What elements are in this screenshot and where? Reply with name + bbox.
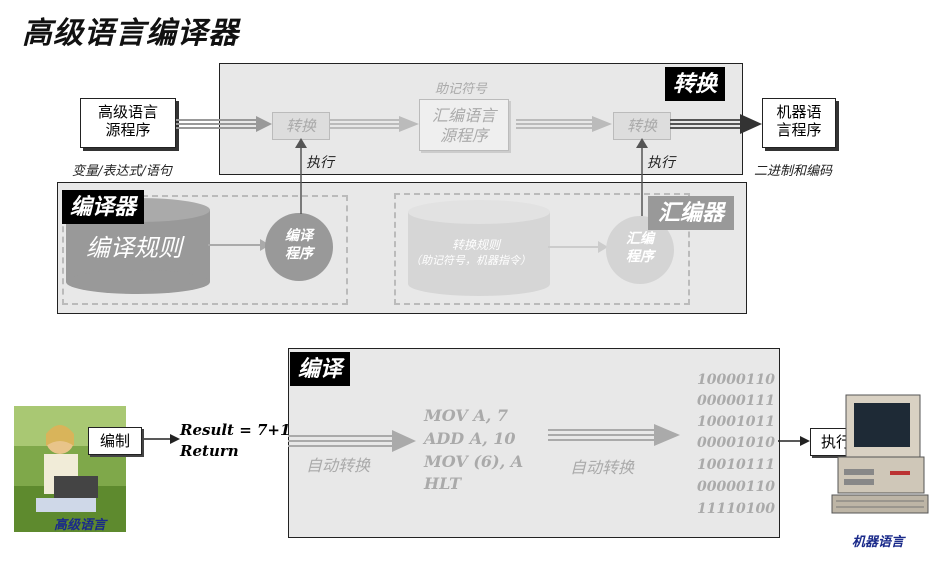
- code-line-2: Return: [180, 442, 239, 460]
- binary-line-4: 00001010: [697, 435, 775, 451]
- assembler-label: 汇编器: [648, 196, 735, 230]
- assembly-source-doc: 汇编语言 源程序: [419, 99, 509, 151]
- asm-line-1: MOV A, 7: [424, 406, 509, 425]
- step1-convert-box: 转换: [272, 112, 330, 140]
- edit-box: 编制: [88, 427, 142, 455]
- binary-line-5: 10010111: [697, 457, 775, 473]
- step2-convert-box: 转换: [613, 112, 671, 140]
- machine-caption: 二进制和编码: [754, 164, 833, 179]
- compiler-label: 编译器: [62, 190, 145, 224]
- flow-arrow-2: [329, 116, 419, 132]
- convert-rules-subtitle: （助记符号，机器指令）: [410, 254, 531, 267]
- asm-line-2: ADD A, 10: [424, 429, 516, 448]
- page-title: 高级语言编译器: [22, 16, 239, 51]
- binary-line-7: 11110100: [697, 501, 775, 517]
- mnemonic-label: 助记符号: [435, 82, 488, 97]
- machine-program-doc: 机器语 言程序: [762, 98, 836, 148]
- binary-line-2: 00000111: [697, 393, 775, 409]
- source-doc-line1: 高级语言: [97, 103, 158, 121]
- auto-convert-arrow-1: [288, 430, 416, 452]
- convert-rules-cylinder: [408, 200, 550, 296]
- assembler-dashed-region: [394, 193, 690, 305]
- computer-image: [831, 394, 929, 514]
- convert-panel-label: 转换: [665, 67, 726, 101]
- flow-arrow-4: [670, 114, 762, 134]
- exec-connector: [778, 436, 810, 446]
- compile-program-line2: 程序: [285, 246, 313, 262]
- asm-doc-line1: 汇编语言: [431, 106, 496, 125]
- auto-convert-arrow-2: [548, 424, 680, 446]
- asm-line-3: MOV (6), A: [424, 452, 524, 471]
- compiler-dashed-region: [62, 195, 348, 305]
- machine-language-caption: 机器语言: [852, 535, 905, 550]
- asm-line-4: HLT: [424, 474, 461, 493]
- code-line-1: Result = 7+10: [180, 421, 301, 439]
- compile-program-line1: 编译: [285, 228, 313, 244]
- binary-line-6: 00000110: [697, 479, 775, 495]
- assembler-program-line2: 程序: [626, 249, 654, 265]
- machine-doc-line2: 言程序: [776, 121, 822, 139]
- compile-panel-label: 编译: [290, 352, 351, 386]
- exec-arrow-2: [636, 138, 648, 216]
- exec-label-1: 执行: [306, 155, 334, 171]
- assembler-program-circle: 汇编 程序: [606, 216, 674, 284]
- flow-arrow-3: [516, 116, 612, 132]
- binary-line-3: 10001011: [697, 414, 775, 430]
- compile-rules-label: 编译规则: [86, 234, 182, 262]
- auto-convert-label-2: 自动转换: [570, 458, 635, 477]
- convert-rules-title: 转换规则: [452, 238, 501, 252]
- assembler-program-line1: 汇编: [626, 231, 654, 247]
- exec-arrow-1: [295, 138, 307, 214]
- exec-label-2: 执行: [647, 155, 675, 171]
- machine-doc-line1: 机器语: [776, 103, 822, 121]
- asm-doc-line2: 源程序: [439, 126, 488, 145]
- binary-line-1: 10000110: [697, 372, 775, 388]
- assemble-arrow: [548, 241, 608, 253]
- high-level-lang-caption: 高级语言: [54, 518, 107, 533]
- source-program-doc: 高级语言 源程序: [80, 98, 176, 148]
- compile-panel: [288, 348, 780, 538]
- source-doc-line2: 源程序: [105, 121, 151, 139]
- auto-convert-label-1: 自动转换: [306, 456, 371, 475]
- source-caption: 变量/表达式/语句: [72, 164, 172, 179]
- compile-program-circle: 编译 程序: [265, 213, 333, 281]
- compile-arrow: [208, 239, 270, 251]
- flow-arrow-1: [176, 116, 272, 132]
